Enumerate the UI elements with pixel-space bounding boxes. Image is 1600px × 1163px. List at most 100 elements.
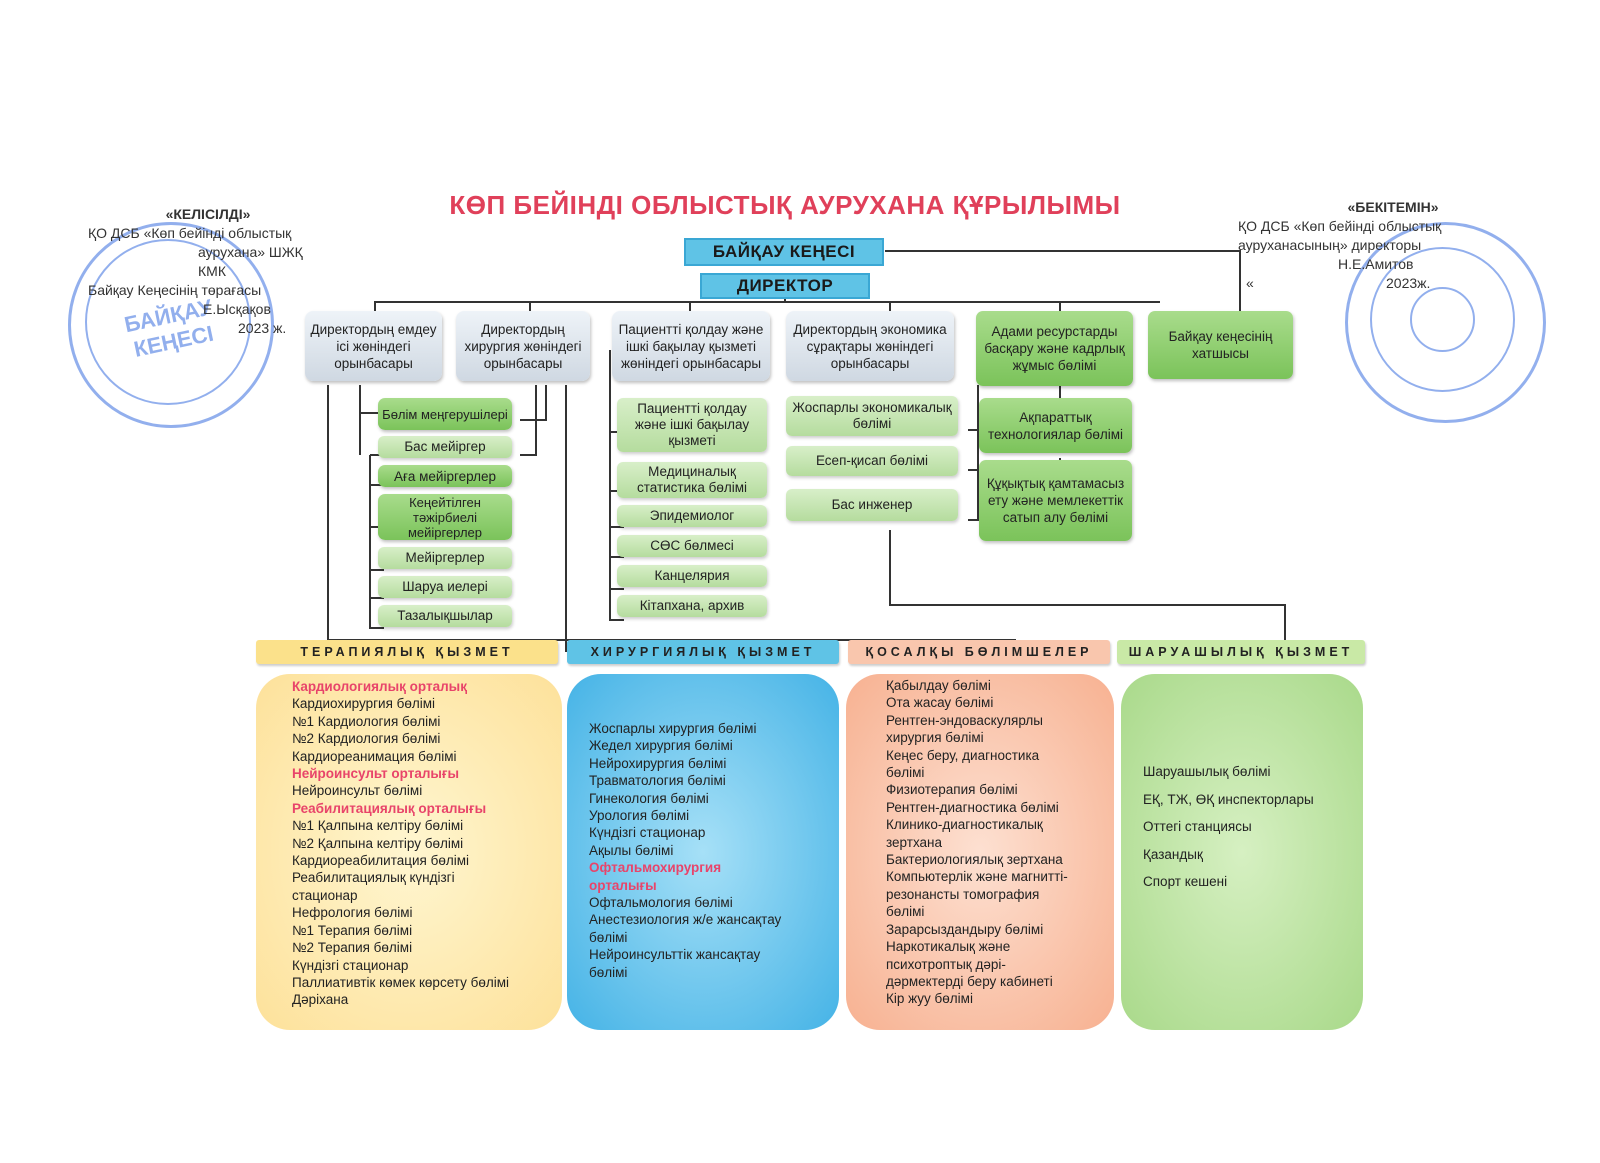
deputy-surgery-box: Директордың хирургия жөніндегі орынбасар… bbox=[456, 311, 590, 381]
department-item: Дәріхана bbox=[292, 992, 349, 1008]
center-heading: Нейроинсульт орталығы bbox=[292, 766, 460, 782]
approval-right-line: ҚО ДСБ «Көп бейінді облыстық bbox=[1238, 218, 1442, 234]
department-item: Кардиохирургия бөлімі bbox=[292, 696, 436, 712]
deputy-label: Директордың экономика сұрақтары жөніндег… bbox=[793, 321, 947, 371]
department-item: бөлімі bbox=[886, 765, 925, 781]
department-item: Ота жасау бөлімі bbox=[886, 695, 994, 711]
staff-label: Тазалықшылар bbox=[397, 608, 493, 623]
department-item: Урология бөлімі bbox=[589, 808, 690, 824]
center-heading: Реабилитациялық орталығы bbox=[292, 800, 487, 816]
department-item: Кардиореабилитация бөлімі bbox=[292, 853, 469, 869]
department-item: Оттегі станциясы bbox=[1143, 819, 1252, 834]
deputy-label: Директордың емдеу ісі жөніндегі орынбаса… bbox=[310, 321, 437, 371]
department-item: №2 Терапия бөлімі bbox=[292, 940, 413, 956]
healthy-lifestyle-room-box: СӨС бөлмесі bbox=[617, 535, 767, 557]
emblem-icon bbox=[1410, 287, 1475, 352]
staff-label: Аға мейіргерлер bbox=[393, 468, 497, 484]
economics-label: Бас инженер bbox=[831, 497, 913, 512]
approval-left: «КЕЛІСІЛДІ» ҚО ДСБ «Көп бейінді облыстық… bbox=[88, 205, 328, 338]
patient-support-label: Эпидемиолог bbox=[649, 508, 735, 523]
approval-left-line: 2023 ж. bbox=[238, 320, 287, 336]
department-item: дәрмектерді беру кабинеті bbox=[886, 973, 1053, 989]
department-item: Күндізгі стационар bbox=[292, 957, 409, 973]
band-household: ШАРУАШЫЛЫҚ ҚЫЗМЕТ bbox=[1117, 640, 1365, 664]
department-item: Жоспарлы хирургия бөлімі bbox=[589, 721, 757, 736]
department-item: №2 Кардиология бөлімі bbox=[292, 731, 441, 747]
department-item: №2 Қалпына келтіру бөлімі bbox=[292, 835, 464, 851]
staff-label: Бас мейіргер bbox=[404, 439, 486, 454]
director-label: ДИРЕКТОР bbox=[736, 276, 834, 295]
deputy-patient-support-box: Пациентті қолдау және ішкі бақылау қызме… bbox=[612, 311, 770, 381]
center-heading: Офтальмохирургия bbox=[589, 860, 722, 876]
staff-label: Шаруа иелері bbox=[402, 579, 488, 594]
department-item: бөлімі bbox=[589, 964, 628, 980]
approval-left-line: Байқау Кеңесінің төрағасы bbox=[88, 282, 262, 298]
department-item: Шаруашылық бөлімі bbox=[1143, 764, 1271, 779]
band-surgery: ХИРУРГИЯЛЫҚ ҚЫЗМЕТ bbox=[567, 640, 839, 664]
hr-unit-label: Құқықтық қамтамасыз ету және мемлекеттік… bbox=[986, 476, 1125, 525]
department-item: Қабылдау бөлімі bbox=[886, 678, 991, 693]
staff-heads-box: Бөлім меңгерушілері bbox=[378, 398, 512, 430]
department-item: Ақылы бөлімі bbox=[589, 842, 674, 858]
library-archive-box: Кітапхана, архив bbox=[617, 595, 767, 617]
deputy-economics-box: Директордың экономика сұрақтары жөніндег… bbox=[786, 311, 954, 381]
deputy-label: Пациентті қолдау және ішкі бақылау қызме… bbox=[618, 321, 764, 371]
page-title: КӨП БЕЙІНДІ ОБЛЫСТЫҚ АУРУХАНА ҚҰРЫЛЫМЫ bbox=[449, 190, 1121, 220]
patient-support-service-box: Пациентті қолдау және ішкі бақылау қызме… bbox=[617, 398, 767, 452]
department-item: Офтальмология бөлімі bbox=[589, 895, 733, 911]
department-item: Кір жуу бөлімі bbox=[886, 991, 973, 1007]
staff-head-nurse-box: Бас мейіргер bbox=[378, 436, 512, 458]
staff-advanced-nurses-box: Кеңейтілген тәжірбиелі мейіргерлер bbox=[378, 494, 512, 540]
department-item: Наркотикалық және bbox=[886, 939, 1011, 955]
approval-left-heading: «КЕЛІСІЛДІ» bbox=[165, 206, 251, 222]
department-item: Рентген-эндоваскулярлы bbox=[886, 712, 1043, 728]
planning-economic-box: Жоспарлы экономикалық бөлімі bbox=[786, 396, 958, 436]
department-item: Қазандық bbox=[1143, 846, 1203, 862]
approval-right-heading: «БЕКІТЕМІН» bbox=[1347, 199, 1439, 215]
economics-label: Жоспарлы экономикалық бөлімі bbox=[792, 400, 952, 431]
approval-right-line: 2023ж. bbox=[1386, 275, 1431, 291]
approval-right-line: « bbox=[1246, 275, 1254, 291]
board-secretary-box: Байқау кеңесінің хатшысы bbox=[1148, 311, 1293, 379]
center-heading: Кардиологиялық орталық bbox=[292, 679, 467, 694]
approval-left-line: Е.Ысқақов bbox=[203, 301, 271, 317]
hr-unit-label: Ақпараттық технологиялар бөлімі bbox=[987, 409, 1123, 442]
band-auxiliary: ҚОСАЛҚЫ БӨЛІМШЕЛЕР bbox=[848, 640, 1110, 664]
department-item: Компьютерлік және магнитті- bbox=[886, 869, 1068, 885]
director-box: ДИРЕКТОР bbox=[700, 273, 870, 299]
band-therapy: ТЕРАПИЯЛЫҚ ҚЫЗМЕТ bbox=[256, 640, 558, 664]
staff-label: Кеңейтілген тәжірбиелі мейіргерлер bbox=[407, 494, 483, 540]
department-item: бөлімі bbox=[886, 904, 925, 920]
epidemiologist-box: Эпидемиолог bbox=[617, 505, 767, 527]
deputy-label: Директордың хирургия жөніндегі орынбасар… bbox=[464, 321, 582, 371]
department-item: бөлімі bbox=[589, 929, 628, 945]
deputy-treatment-box: Директордың емдеу ісі жөніндегі орынбаса… bbox=[305, 311, 442, 381]
department-item: зертхана bbox=[886, 834, 943, 850]
hr-label: Адами ресурстарды басқару және кадрлық ж… bbox=[984, 324, 1125, 373]
department-item: №1 Терапия бөлімі bbox=[292, 922, 413, 938]
accounting-box: Есеп-қисап бөлімі bbox=[786, 446, 958, 476]
secretary-label: Байқау кеңесінің хатшысы bbox=[1168, 329, 1273, 361]
supervisory-board-box: БАЙҚАУ КЕҢЕСІ bbox=[684, 238, 884, 266]
department-item: Жедел хирургия бөлімі bbox=[589, 738, 733, 754]
approval-left-line: аурухана» ШЖҚ КМК bbox=[198, 244, 303, 279]
medical-statistics-box: Медициналық статистика бөлімі bbox=[617, 462, 767, 498]
approval-right: «БЕКІТЕМІН» ҚО ДСБ «Көп бейінді облыстық… bbox=[1238, 198, 1478, 293]
staff-label: Бөлім меңгерушілері bbox=[382, 406, 508, 422]
department-item: Паллиативтік көмек көрсету бөлімі bbox=[292, 974, 509, 990]
department-item: Нейрохирургия бөлімі bbox=[589, 755, 727, 771]
legal-procurement-box: Құқықтық қамтамасыз ету және мемлекеттік… bbox=[979, 460, 1132, 541]
department-item: Клинико-диагностикалық bbox=[886, 817, 1043, 833]
department-item: Реабилитациялық күндізгі bbox=[292, 870, 455, 886]
supervisory-board-label: БАЙҚАУ КЕҢЕСІ bbox=[712, 242, 856, 261]
approval-left-line: ҚО ДСБ «Көп бейінді облыстық bbox=[88, 225, 292, 241]
department-item: стационар bbox=[292, 887, 358, 903]
patient-support-label: СӨС бөлмесі bbox=[650, 538, 734, 553]
department-item: Нейроинсульттік жансақтау bbox=[589, 947, 761, 963]
it-department-box: Ақпараттық технологиялар бөлімі bbox=[979, 398, 1132, 453]
department-item: резонансты томография bbox=[886, 886, 1040, 902]
staff-housekeepers-box: Шаруа иелері bbox=[378, 576, 512, 598]
staff-label: Мейіргерлер bbox=[405, 550, 485, 565]
